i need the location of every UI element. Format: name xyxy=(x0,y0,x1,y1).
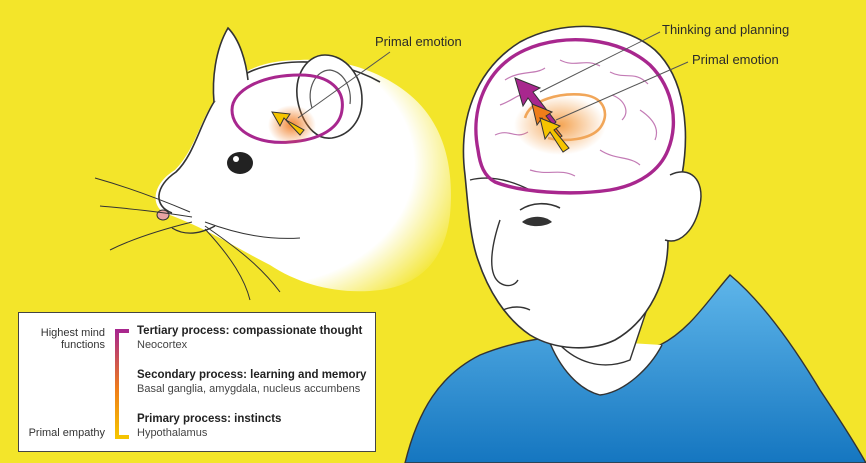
legend-level-3-subtitle: Hypothalamus xyxy=(137,427,207,439)
legend-level-3-title: Primary process: instincts xyxy=(137,413,281,425)
rat-illustration xyxy=(95,28,451,300)
legend-level-2-title: Secondary process: learning and memory xyxy=(137,369,366,381)
ear xyxy=(665,172,701,241)
rat-nose xyxy=(157,210,169,220)
legend-level-1-subtitle: Neocortex xyxy=(137,339,187,351)
legend-box: Highest mind functions Primal empathy Te… xyxy=(18,312,376,452)
axis-bottom-label: Primal empathy xyxy=(21,427,105,439)
rat-eye xyxy=(227,152,253,174)
legend-gradient-bracket xyxy=(109,325,139,445)
human-illustration xyxy=(405,26,866,463)
thinking-planning-label: Thinking and planning xyxy=(662,22,789,37)
human-primal-emotion-label: Primal emotion xyxy=(692,52,779,67)
rat-primal-emotion-label: Primal emotion xyxy=(375,34,462,49)
axis-top-label: Highest mind functions xyxy=(25,327,105,351)
legend-level-1-title: Tertiary process: compassionate thought xyxy=(137,325,362,337)
rat-eye-highlight xyxy=(233,156,239,162)
legend-level-2-subtitle: Basal ganglia, amygdala, nucleus accumbe… xyxy=(137,383,360,395)
